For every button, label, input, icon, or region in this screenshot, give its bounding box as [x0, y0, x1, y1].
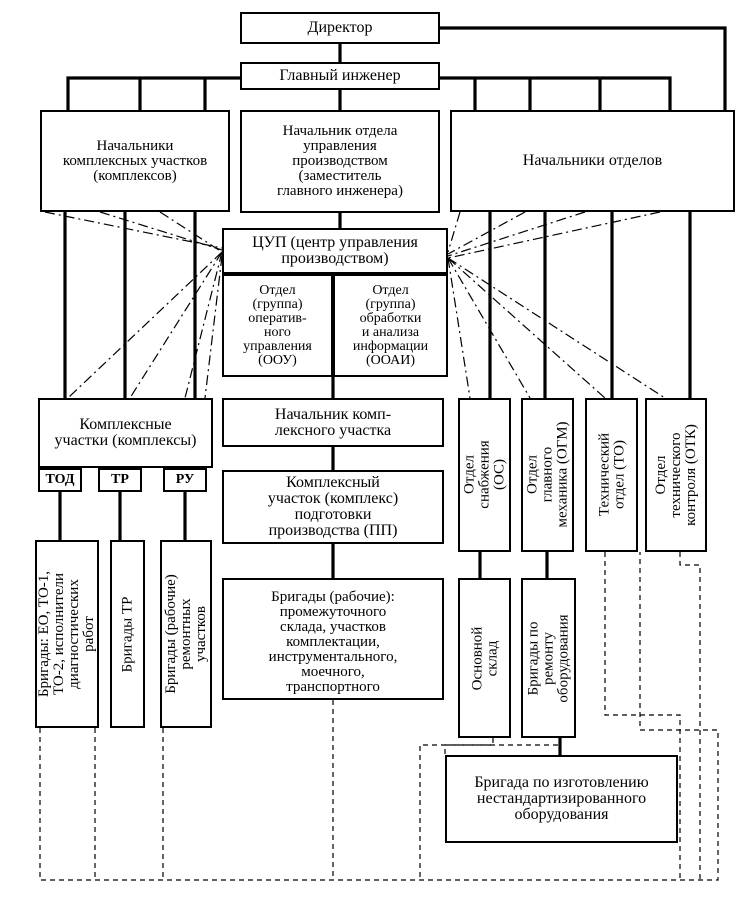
brigades-tr-label: Бригады ТР — [119, 596, 136, 673]
dept-ogm-label: Отдел главного механика (ОГМ) — [524, 421, 571, 528]
brigades-ru-label: Бригады (рабочие) ремонтных участков — [162, 574, 209, 694]
director-box: Директор — [240, 12, 440, 44]
brigades-repair-box: Бригады по ремонту оборудования — [521, 578, 576, 738]
cup-box: ЦУП (центр управления производством) — [222, 228, 448, 274]
main-warehouse-box: Основной склад — [458, 578, 511, 738]
dept-to-label: Технический отдел (ТО) — [596, 432, 627, 517]
heads-departments-box: Начальники отделов — [450, 110, 735, 212]
tag-ru: РУ — [163, 468, 207, 492]
brigades-repair-label: Бригады по ремонту оборудования — [525, 614, 572, 703]
complex-sections-box: Комплексные участки (комплексы) — [38, 398, 213, 468]
heads-complex-box: Начальники комплексных участков (комплек… — [40, 110, 230, 212]
oou-box: Отдел (группа) оператив- ного управления… — [222, 274, 333, 377]
tag-tod: ТОД — [38, 468, 82, 492]
head-production-box: Начальник отдела управления производство… — [240, 110, 440, 213]
head-complex-section-box: Начальник комп- лексного участка — [222, 398, 444, 447]
main-warehouse-label: Основной склад — [469, 626, 500, 691]
brigades-eo-label: Бригады: ЕО, ТО-1, ТО-2, исполнители диа… — [36, 570, 97, 698]
dept-otk-box: Отдел технического контроля (ОТК) — [645, 398, 707, 552]
brigades-workers-box: Бригады (рабочие): промежуточного склада… — [222, 578, 444, 700]
dept-ogm-box: Отдел главного механика (ОГМ) — [521, 398, 574, 552]
dept-otk-label: Отдел технического контроля (ОТК) — [652, 424, 699, 526]
brigade-nonstandard-box: Бригада по изготовлению нестандартизиров… — [445, 755, 678, 843]
brigades-ru-box: Бригады (рабочие) ремонтных участков — [160, 540, 212, 728]
ooai-box: Отдел (группа) обработки и анализа инфор… — [333, 274, 448, 377]
dept-os-box: Отдел снабжения (ОС) — [458, 398, 511, 552]
pp-section-box: Комплексный участок (комплекс) подготовк… — [222, 470, 444, 544]
tag-tr: ТР — [98, 468, 142, 492]
dept-os-label: Отдел снабжения (ОС) — [461, 440, 508, 509]
brigades-tr-box: Бригады ТР — [110, 540, 145, 728]
chief-engineer-box: Главный инженер — [240, 62, 440, 90]
brigades-eo-box: Бригады: ЕО, ТО-1, ТО-2, исполнители диа… — [35, 540, 99, 728]
dept-to-box: Технический отдел (ТО) — [585, 398, 638, 552]
